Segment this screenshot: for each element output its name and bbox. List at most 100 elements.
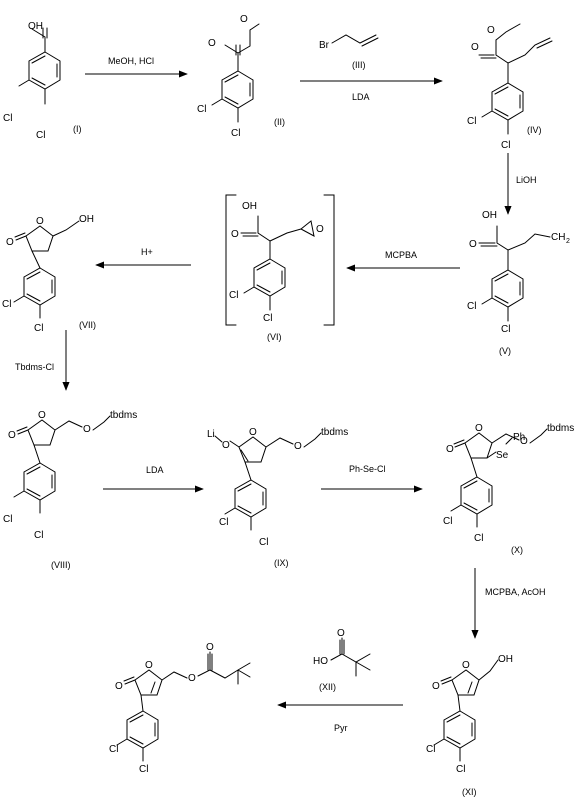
label-vi: (VI) (267, 332, 282, 342)
arrow-vii-to-viii: Tbdms-Cl (15, 330, 70, 391)
atom-o: O (469, 239, 477, 250)
label-vii: (VII) (79, 320, 96, 330)
compound-v: OH O CH 2 Cl Cl (V) (467, 210, 570, 356)
label-iii: (III) (352, 60, 366, 70)
compound-vi: OH O O Cl Cl (VI) (225, 194, 335, 342)
arrow-x-to-xi: MCPBA, AcOH (471, 568, 546, 639)
atom-o-carbonyl: O (446, 444, 454, 455)
atom-o: O (240, 14, 248, 25)
atom-oh: OH (79, 214, 94, 225)
compound-product: O O O O Cl Cl (109, 642, 251, 775)
compound-vii: O O OH Cl Cl (VII) (2, 214, 96, 334)
arrow-ii-to-iv: LDA (300, 77, 443, 102)
atom-cl: Cl (263, 313, 272, 324)
arrow-iv-to-v: LiOH (504, 153, 537, 215)
atom-cl: Cl (229, 290, 238, 301)
atom-cl: Cl (3, 113, 12, 124)
atom-o-ester-carbonyl: O (206, 642, 214, 653)
label-ii: (II) (274, 117, 285, 127)
label-xii: (XII) (319, 682, 336, 692)
atom-ch2-subscript: 2 (566, 238, 570, 245)
arrow-viii-to-ix: LDA (103, 465, 204, 493)
atom-o: O (471, 42, 479, 53)
atom-oh: OH (482, 210, 497, 221)
atom-tbdms: tbdms (547, 423, 574, 434)
atom-cl: Cl (139, 764, 148, 775)
compound-i: OH Cl Cl (I) (3, 21, 82, 141)
label-viii: (VIII) (51, 560, 71, 570)
atom-cl: Cl (2, 299, 11, 310)
atom-cl: Cl (474, 533, 483, 544)
reagent-lioh: LiOH (516, 175, 537, 185)
atom-tbdms: tbdms (321, 427, 348, 438)
atom-cl: Cl (467, 301, 476, 312)
atom-o-carbonyl: O (8, 430, 16, 441)
lactone-ring (25, 225, 54, 252)
atom-o: O (316, 224, 324, 235)
compound-iii: Br (III) (319, 34, 379, 70)
atom-tbdms: tbdms (110, 410, 137, 421)
atom-o-ring: O (38, 410, 46, 421)
atom-o: O (337, 628, 345, 639)
atom-o: O (294, 441, 302, 452)
compound-viii: O O O tbdms Cl Cl (VIII) (3, 410, 137, 570)
atom-cl: Cl (456, 764, 465, 775)
compound-iv: O O Cl Cl (IV) (467, 23, 553, 151)
atom-cl: Cl (34, 323, 43, 334)
atom-oh: OH (28, 21, 43, 32)
atom-cl: Cl (34, 530, 43, 541)
atom-o-ring: O (145, 660, 153, 671)
atom-cl: Cl (109, 744, 118, 755)
atom-ph: Ph (513, 432, 525, 443)
atom-o-enolate: O (222, 440, 230, 451)
atom-o: O (208, 38, 216, 49)
atom-cl: Cl (443, 516, 452, 527)
reagent-meoh-hcl: MeOH, HCl (108, 56, 154, 66)
atom-oh: OH (498, 654, 513, 665)
compound-xii: HO O (XII) (313, 628, 371, 692)
atom-o-carbonyl: O (115, 681, 123, 692)
atom-ho: HO (313, 656, 328, 667)
reagent-tbdms-cl: Tbdms-Cl (15, 362, 54, 372)
compound-ii: O O Cl Cl (II) (197, 14, 285, 139)
atom-br: Br (319, 40, 330, 51)
label-xi: (XI) (462, 787, 477, 797)
atom-cl: Cl (467, 116, 476, 127)
atom-o-ester: O (188, 673, 196, 684)
bracket-right (323, 194, 335, 326)
arrow-vi-to-vii: H+ (95, 247, 191, 269)
atom-cl: Cl (219, 517, 228, 528)
label-x: (X) (511, 545, 523, 555)
atom-o-ring: O (36, 216, 44, 227)
arrow-xi-to-product: Pyr (277, 701, 403, 733)
atom-ch2: CH (551, 232, 565, 243)
atom-o: O (487, 25, 495, 36)
atom-li: Li (207, 429, 215, 440)
atom-cl: Cl (36, 130, 45, 141)
label-v: (V) (499, 346, 511, 356)
atom-o-ring: O (249, 427, 257, 438)
atom-o-carbonyl: O (6, 237, 14, 248)
bracket-left (225, 194, 237, 326)
reagent-mcpba-1: MCPBA (385, 250, 417, 260)
atom-o-carbonyl: O (432, 681, 440, 692)
compound-x: O O O tbdms Se Ph Cl Cl (X) (443, 423, 574, 555)
arrow-ix-to-x: Ph-Se-Cl (321, 464, 423, 493)
atom-cl: Cl (501, 140, 510, 151)
atom-cl: Cl (197, 104, 206, 115)
atom-cl: Cl (3, 514, 12, 525)
atom-cl: Cl (259, 537, 268, 548)
reagent-mcpba-acoh: MCPBA, AcOH (485, 587, 546, 597)
atom-cl: Cl (231, 128, 240, 139)
atom-o: O (83, 424, 91, 435)
atom-o-ring: O (475, 423, 483, 434)
arrow-v-to-vi: MCPBA (346, 250, 460, 272)
compound-xi: O O OH Cl Cl (XI) (426, 654, 513, 797)
label-iv: (IV) (527, 125, 542, 135)
arrow-i-to-ii: MeOH, HCl (85, 56, 188, 78)
atom-cl: Cl (501, 324, 510, 335)
reagent-lda-1: LDA (352, 92, 370, 102)
atom-oh: OH (242, 201, 257, 212)
atom-se: Se (496, 450, 509, 461)
